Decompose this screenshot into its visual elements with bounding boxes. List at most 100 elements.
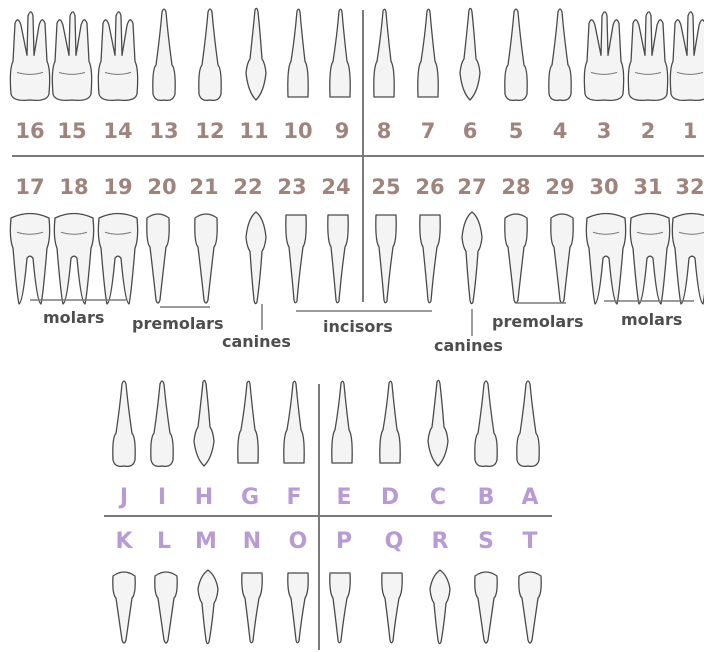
molar-tooth bbox=[586, 214, 625, 305]
tooth-letter: L bbox=[157, 529, 171, 554]
molar-tooth bbox=[98, 214, 137, 305]
molar-tooth bbox=[670, 12, 704, 101]
canine-tooth bbox=[430, 570, 450, 644]
premolar-tooth bbox=[475, 572, 497, 643]
tooth-number: 24 bbox=[321, 175, 350, 199]
tooth-number: 32 bbox=[675, 175, 704, 199]
incisor-tooth bbox=[286, 215, 306, 303]
premolar-tooth bbox=[551, 214, 573, 303]
tooth-letter: A bbox=[521, 485, 538, 510]
tooth-number: 22 bbox=[233, 175, 262, 199]
molar-tooth bbox=[630, 214, 669, 305]
incisor-tooth bbox=[382, 573, 402, 643]
incisor-tooth bbox=[238, 381, 258, 463]
molar-tooth bbox=[10, 12, 49, 101]
premolar-tooth bbox=[113, 572, 135, 643]
tooth-number: 10 bbox=[283, 119, 312, 143]
premolar-tooth bbox=[505, 9, 527, 100]
incisor-tooth bbox=[374, 9, 394, 97]
tooth-letter: P bbox=[336, 529, 352, 554]
tooth-letter: Q bbox=[385, 529, 404, 554]
primary-lower-teeth bbox=[113, 570, 541, 644]
tooth-letter: D bbox=[381, 485, 399, 510]
canine-tooth bbox=[246, 212, 266, 304]
premolar-tooth bbox=[519, 572, 541, 643]
premolar-tooth bbox=[153, 9, 175, 100]
tooth-number: 11 bbox=[239, 119, 268, 143]
premolar-tooth bbox=[147, 214, 169, 303]
tooth-number: 1 bbox=[683, 119, 698, 143]
tooth-number: 16 bbox=[15, 119, 44, 143]
tooth-number: 23 bbox=[277, 175, 306, 199]
premolar-tooth bbox=[199, 9, 221, 100]
tooth-number: 25 bbox=[371, 175, 400, 199]
incisor-tooth bbox=[288, 573, 308, 643]
premolar-tooth bbox=[549, 9, 571, 100]
incisor-tooth bbox=[284, 381, 304, 463]
tooth-number: 17 bbox=[15, 175, 44, 199]
tooth-number: 3 bbox=[597, 119, 612, 143]
tooth-number: 29 bbox=[545, 175, 574, 199]
tooth-letter: G bbox=[241, 485, 259, 510]
molar-tooth bbox=[628, 12, 667, 101]
molar-tooth bbox=[584, 12, 623, 101]
incisor-tooth bbox=[288, 9, 308, 97]
molars-right-label: molars bbox=[621, 310, 682, 329]
incisor-tooth bbox=[418, 9, 438, 97]
tooth-number: 21 bbox=[189, 175, 218, 199]
incisor-tooth bbox=[420, 215, 440, 303]
incisor-tooth bbox=[330, 573, 350, 643]
tooth-letter: E bbox=[336, 485, 351, 510]
tooth-letter: N bbox=[243, 529, 261, 554]
canine-tooth bbox=[462, 212, 482, 304]
premolar-tooth bbox=[195, 214, 217, 303]
tooth-number: 6 bbox=[463, 119, 478, 143]
tooth-letter: H bbox=[195, 485, 213, 510]
permanent-upper-numbers: 16 15 14 13 12 11 10 9 8 7 6 5 4 3 2 1 bbox=[15, 119, 697, 143]
tooth-number: 12 bbox=[195, 119, 224, 143]
tooth-number: 4 bbox=[553, 119, 568, 143]
primary-upper-teeth bbox=[113, 380, 539, 466]
tooth-number: 28 bbox=[501, 175, 530, 199]
canines-left-label: canines bbox=[222, 332, 291, 351]
canine-tooth bbox=[194, 380, 214, 466]
tooth-number: 31 bbox=[633, 175, 662, 199]
tooth-letter: J bbox=[118, 485, 128, 510]
canines-right-label: canines bbox=[434, 336, 503, 355]
primary-upper-letters: J I H G F E D C B A bbox=[118, 485, 539, 510]
molar-tooth bbox=[98, 12, 137, 101]
tooth-number: 9 bbox=[335, 119, 350, 143]
tooth-number: 15 bbox=[57, 119, 86, 143]
tooth-number: 2 bbox=[641, 119, 656, 143]
molars-left-label: molars bbox=[43, 308, 104, 327]
tooth-letter: M bbox=[195, 529, 217, 554]
tooth-letter: C bbox=[430, 485, 446, 510]
canine-tooth bbox=[246, 8, 266, 100]
molar-tooth bbox=[52, 12, 91, 101]
incisor-tooth bbox=[328, 215, 348, 303]
tooth-letter: B bbox=[478, 485, 495, 510]
premolar-tooth bbox=[155, 572, 177, 643]
tooth-number: 19 bbox=[103, 175, 132, 199]
canine-tooth bbox=[198, 570, 218, 644]
permanent-lower-numbers: 17 18 19 20 21 22 23 24 25 26 27 28 29 3… bbox=[15, 175, 704, 199]
incisor-tooth bbox=[330, 9, 350, 97]
tooth-letter: R bbox=[432, 529, 449, 554]
premolar-tooth bbox=[151, 381, 173, 466]
incisors-label: incisors bbox=[323, 317, 393, 336]
tooth-number: 30 bbox=[589, 175, 618, 199]
incisor-tooth bbox=[376, 215, 396, 303]
premolars-right-label: premolars bbox=[492, 312, 584, 331]
permanent-upper-teeth bbox=[10, 8, 704, 100]
tooth-number: 27 bbox=[457, 175, 486, 199]
premolars-left-label: premolars bbox=[132, 314, 224, 333]
tooth-number: 8 bbox=[377, 119, 392, 143]
premolar-tooth bbox=[113, 381, 135, 466]
tooth-letter: K bbox=[115, 529, 133, 554]
permanent-lower-teeth bbox=[10, 212, 704, 304]
tooth-number: 5 bbox=[509, 119, 524, 143]
tooth-number: 14 bbox=[103, 119, 132, 143]
tooth-number: 13 bbox=[149, 119, 178, 143]
tooth-number: 7 bbox=[421, 119, 436, 143]
tooth-letter: F bbox=[286, 485, 301, 510]
